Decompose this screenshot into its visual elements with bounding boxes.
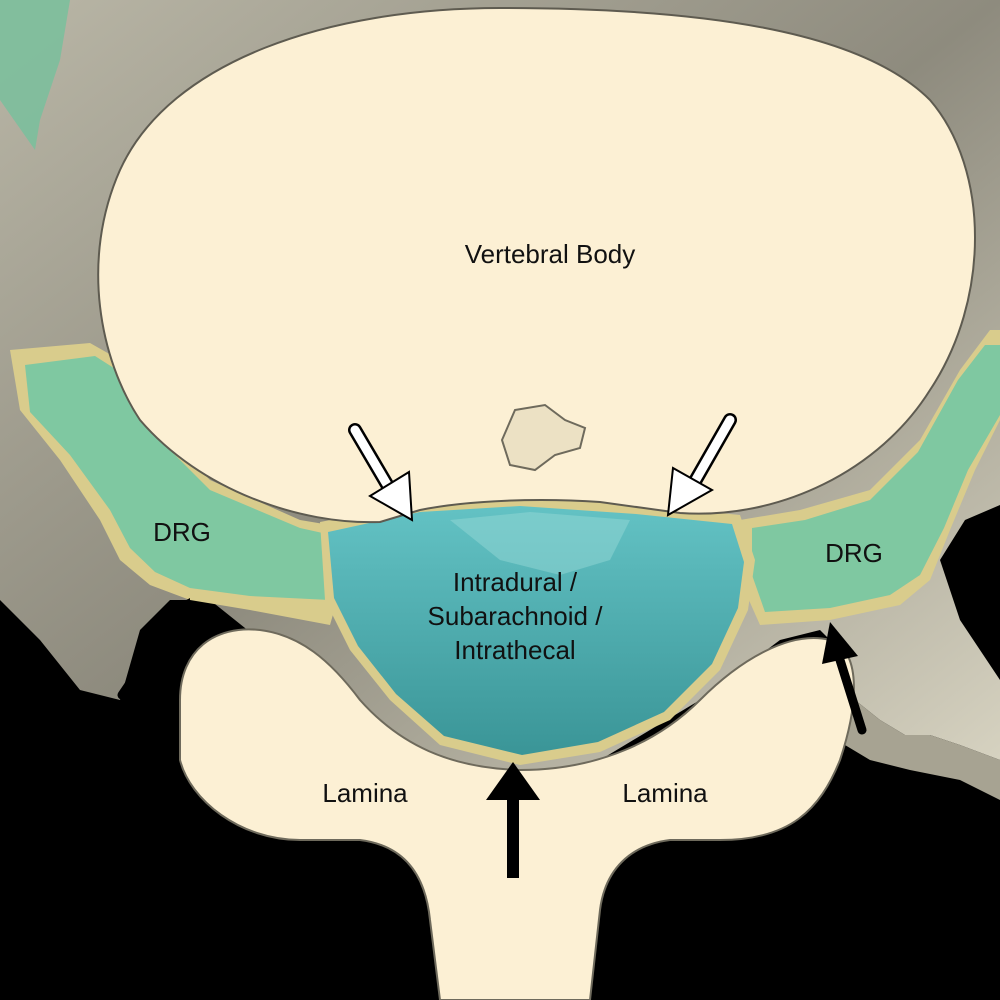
white-arrow-left [348, 423, 414, 522]
lamina-left-label: Lamina [322, 778, 408, 808]
vertebral-body [97, 6, 976, 524]
drg-right-label: DRG [825, 538, 883, 568]
black-arrow-bottom [486, 762, 540, 878]
bone-fragment [500, 403, 587, 472]
drg-left [25, 356, 345, 600]
drg-right [752, 345, 1000, 612]
vertebral-body-label: Vertebral Body [464, 239, 636, 269]
black-arrow-right [822, 622, 867, 735]
intradural-label-line3: Intrathecal [454, 635, 576, 665]
drg-streak-upper-left [0, 0, 70, 150]
thecal-sac-highlight [450, 512, 630, 575]
intradural-label: Intradural / Subarachnoid / Intrathecal [400, 565, 630, 667]
thecal-sac [328, 506, 744, 755]
lamina-right-label: Lamina [622, 778, 708, 808]
bone-surface-right-lower [845, 700, 1000, 800]
intradural-label-line1: Intradural / [452, 567, 578, 597]
black-arrow-left [117, 598, 190, 700]
white-arrow-right [666, 413, 737, 517]
intradural-label-line2: Subarachnoid / [427, 601, 603, 631]
drg-left-label: DRG [153, 517, 211, 547]
